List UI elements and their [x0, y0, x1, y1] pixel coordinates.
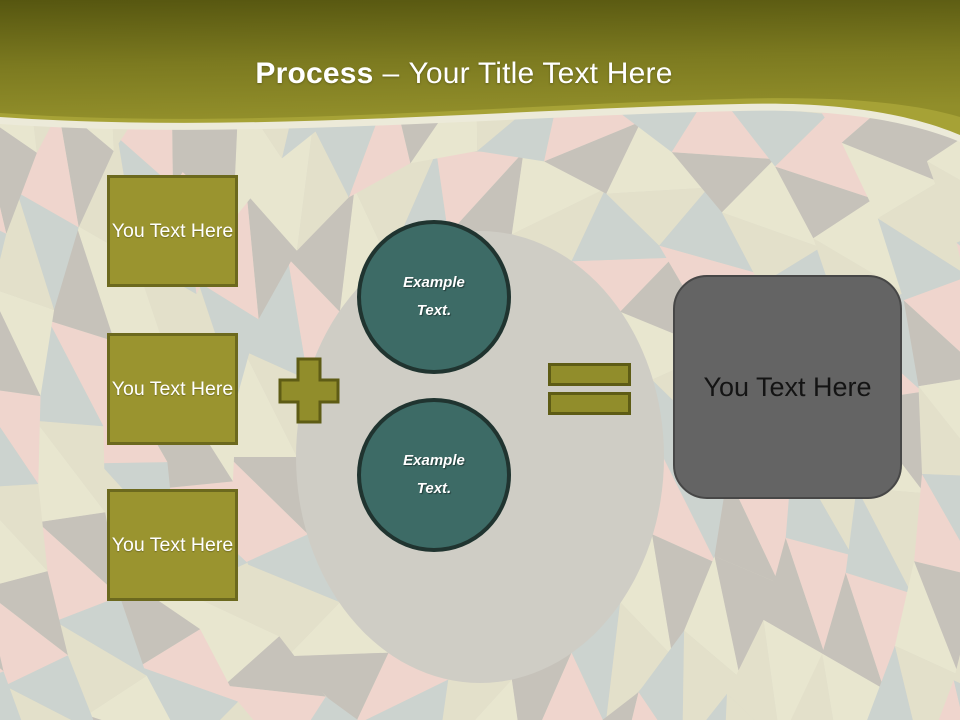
plus-icon — [278, 357, 340, 424]
process-circle-1: Example Text. — [357, 220, 511, 374]
title-text: Your Title Text Here — [408, 57, 673, 90]
equals-icon — [548, 363, 631, 415]
result-box-label: You Text Here — [703, 371, 872, 402]
input-box-3-label: You Text Here — [111, 533, 234, 556]
input-box-1: You Text Here — [107, 175, 238, 287]
title-separator: – — [382, 57, 400, 90]
input-box-2-label: You Text Here — [111, 377, 234, 400]
input-box-1-label: You Text Here — [111, 219, 234, 242]
process-circle-1-label: Example Text. — [403, 273, 465, 320]
header-main-wave — [0, 0, 960, 119]
slide-title: Process–Your Title Text Here — [0, 57, 928, 91]
input-box-2: You Text Here — [107, 333, 238, 445]
process-circle-2: Example Text. — [357, 398, 511, 552]
process-circle-2-label: Example Text. — [403, 451, 465, 498]
input-box-3: You Text Here — [107, 489, 238, 601]
result-box: You Text Here — [673, 275, 902, 499]
header-band — [0, 0, 960, 142]
title-keyword: Process — [255, 57, 374, 90]
